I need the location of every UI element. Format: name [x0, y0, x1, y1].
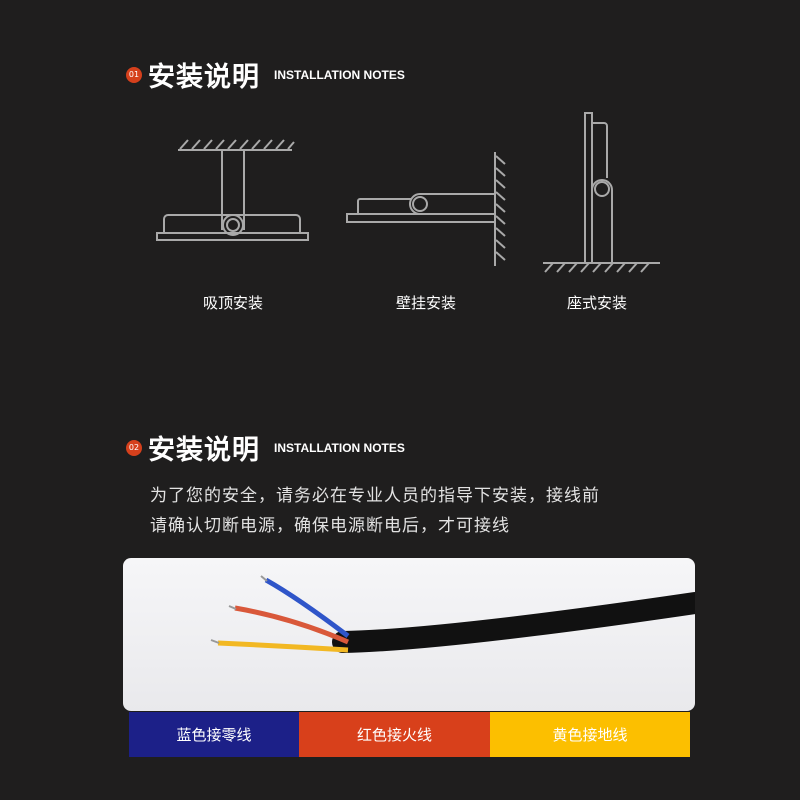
section-subtitle: INSTALLATION NOTES — [274, 440, 405, 455]
installation-diagrams — [156, 112, 660, 273]
method-label-floor: 座式安装 — [566, 294, 628, 312]
wire-legend-neutral: 蓝色接零线 — [129, 712, 299, 757]
section-title: 安装说明 — [148, 435, 260, 466]
section-title: 安装说明 — [148, 62, 260, 93]
cable-illustration — [210, 575, 695, 653]
wire-legend-ground: 黄色接地线 — [490, 712, 690, 757]
method-label-wall: 壁挂安装 — [395, 294, 457, 312]
wire-legend-live: 红色接火线 — [299, 712, 490, 757]
section-badge: 02 — [126, 439, 142, 456]
section-1-header: 01 安装说明 INSTALLATION NOTES — [126, 55, 405, 94]
cable-photo — [123, 558, 695, 711]
safety-note-line-2: 请确认切断电源，确保电源断电后，才可接线 — [150, 516, 510, 536]
ceiling-mount-diagram — [156, 139, 309, 241]
section-subtitle: INSTALLATION NOTES — [274, 67, 405, 82]
floor-mount-diagram — [543, 112, 660, 273]
method-label-ceiling: 吸顶安装 — [202, 294, 264, 312]
wall-mount-diagram — [346, 152, 506, 266]
section-2-header: 02 安装说明 INSTALLATION NOTES — [126, 428, 405, 467]
safety-note-line-1: 为了您的安全，请务必在专业人员的指导下安装，接线前 — [150, 486, 600, 506]
section-badge: 01 — [126, 66, 142, 83]
